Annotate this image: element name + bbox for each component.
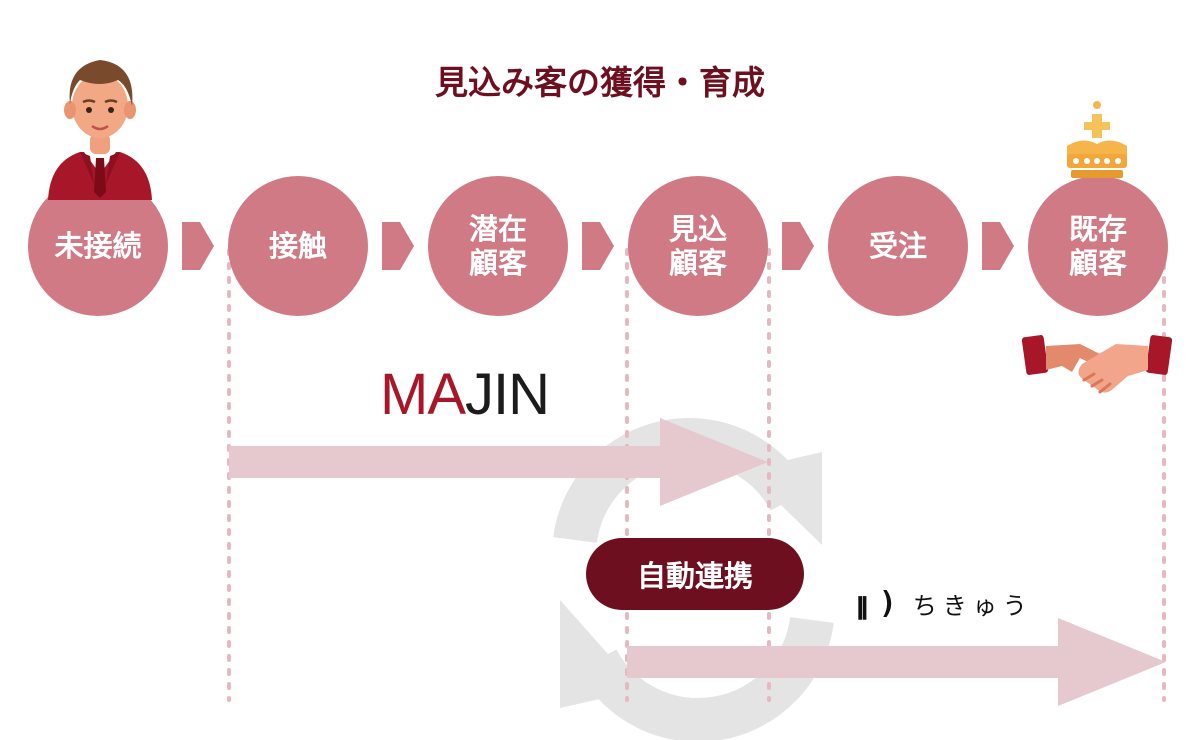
stage-label: 潜在 顧客: [468, 211, 527, 280]
majin-logo-part2: JIN: [465, 362, 550, 427]
chevron-right-icon: [782, 222, 814, 270]
diagram-title: 見込み客の獲得・育成: [435, 63, 765, 102]
stage-existing-customer: 既存 顧客: [1028, 176, 1168, 316]
chikyu-logo-word: ちきゅう: [912, 591, 1033, 620]
chevron-right-icon: [182, 222, 214, 270]
stage-label: 受注: [868, 228, 927, 263]
chikyu-logo-face: ꞁꞁ ): [856, 585, 897, 621]
stage-potential-customer: 潜在 顧客: [428, 176, 568, 316]
chevron-right-icon: [982, 222, 1014, 270]
sync-arrowhead-top: [745, 452, 822, 545]
chevron-right-icon: [382, 222, 414, 270]
auto-integration-label: 自動連携: [636, 559, 753, 593]
stage-order: 受注: [828, 176, 968, 316]
majin-coverage-arrow: [229, 418, 768, 506]
crown-icon: [1067, 101, 1127, 178]
stage-contact: 接触: [228, 176, 368, 316]
stage-label: 既存 顧客: [1068, 211, 1127, 280]
chevron-right-icon: [582, 222, 614, 270]
handshake-icon: [1022, 335, 1172, 394]
stage-label: 未接続: [54, 228, 142, 263]
stage-prospect: 見込 顧客: [628, 176, 768, 316]
stage-label: 接触: [268, 228, 327, 263]
majin-logo-part1: MA: [380, 362, 466, 427]
sync-arrowhead-bottom: [560, 600, 640, 708]
auto-integration-badge: 自動連携: [586, 538, 804, 610]
stage-label: 見込 顧客: [668, 211, 727, 280]
chikyu-coverage-arrow: [627, 618, 1166, 706]
businessman-avatar-icon: [48, 60, 152, 200]
chikyu-logo: ꞁꞁ ) ちきゅう: [856, 578, 1033, 628]
